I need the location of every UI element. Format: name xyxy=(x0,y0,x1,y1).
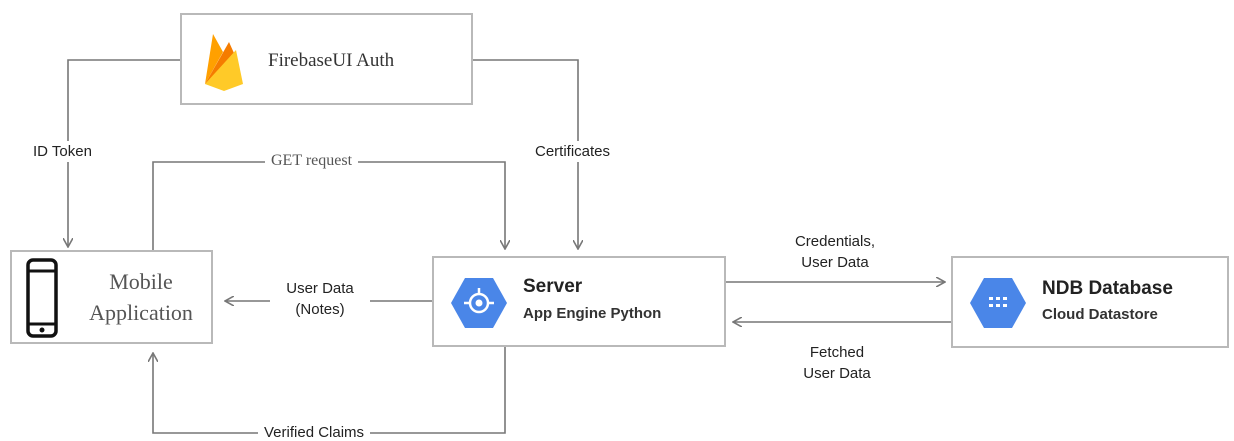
label-verified-claims: Verified Claims xyxy=(258,425,371,441)
label-credentials: Credentials, User Data xyxy=(770,231,900,273)
mobile-title-line2: Application xyxy=(89,300,193,325)
firebase-title: FirebaseUI Auth xyxy=(268,50,395,72)
edge-get-request xyxy=(152,161,505,250)
label-id-token: ID Token xyxy=(30,141,95,162)
label-fetched: Fetched User Data xyxy=(772,342,902,384)
datastore-icon xyxy=(970,278,1026,328)
label-user-data-line1: User Data xyxy=(286,280,354,297)
label-fetched-line1: Fetched xyxy=(809,344,865,361)
database-title: NDB Database xyxy=(1042,278,1173,300)
mobile-title-line1: Mobile xyxy=(109,269,173,294)
mobile-app-box: Mobile Application xyxy=(10,250,213,344)
label-fetched-line2: User Data xyxy=(803,365,871,382)
app-engine-icon xyxy=(451,278,507,328)
label-user-data-line2: (Notes) xyxy=(295,301,345,318)
edge-certificates xyxy=(473,59,578,248)
database-box: NDB Database Cloud Datastore xyxy=(951,256,1229,348)
label-certificates: Certificates xyxy=(532,141,614,162)
label-credentials-line2: User Data xyxy=(801,254,869,271)
label-get-request: GET request xyxy=(265,152,359,170)
firebase-auth-box: FirebaseUI Auth xyxy=(180,13,473,105)
firebase-icon xyxy=(205,34,243,91)
edge-id-token xyxy=(68,59,180,246)
edge-verified-claims xyxy=(153,346,506,434)
database-subtitle: Cloud Datastore xyxy=(1042,306,1158,323)
label-credentials-line1: Credentials, xyxy=(794,233,876,250)
server-box: Server App Engine Python xyxy=(432,256,726,347)
smartphone-icon xyxy=(26,258,58,338)
label-user-data: User Data (Notes) xyxy=(270,278,370,320)
mobile-title: Mobile Application xyxy=(74,266,208,328)
server-title: Server xyxy=(523,276,583,298)
server-subtitle: App Engine Python xyxy=(523,305,662,322)
